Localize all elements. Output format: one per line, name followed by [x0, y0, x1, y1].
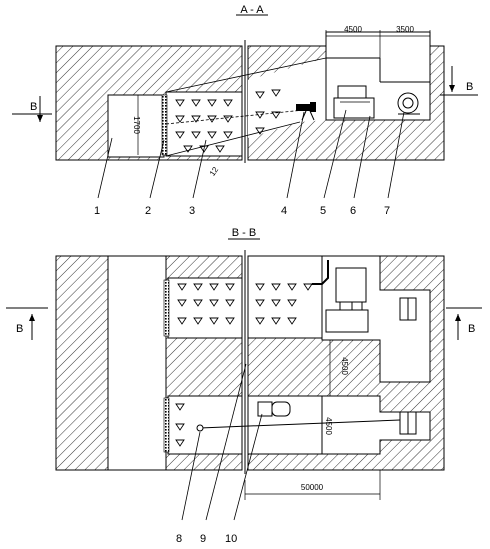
- filling-pump: [333, 85, 375, 119]
- section-b-b-title: B - B: [232, 227, 256, 239]
- section-marker-right-aa: B: [440, 66, 478, 96]
- control-box-lower: [399, 411, 417, 435]
- callout-leaders-bb: [181, 363, 263, 521]
- dim-height: 1700: [132, 95, 141, 155]
- callout-leaders-aa: [97, 109, 405, 199]
- dim-bottom-label: 50000: [301, 483, 324, 492]
- feed-pipe: [312, 260, 329, 285]
- dim-bottom: [244, 470, 381, 500]
- section-marker-left-aa: B: [12, 96, 52, 122]
- fill-material-pattern-bb: [175, 283, 313, 447]
- callouts-aa: 1 2 3 4 5 6 7: [94, 205, 390, 217]
- filling-pump-bb: [325, 267, 369, 333]
- marker-b-right: B: [466, 81, 473, 93]
- marker-b-right-bb: B: [468, 323, 475, 335]
- hose-reel: [397, 92, 420, 115]
- dim-height-label: 1700: [132, 116, 141, 134]
- roadway-1: [107, 94, 165, 158]
- dim-top: [325, 30, 431, 60]
- dim-vertical-1: 4500: [340, 357, 349, 375]
- main-roadway: [107, 255, 167, 471]
- marker-b-left: B: [30, 101, 37, 113]
- dim-top-left: 4500: [344, 25, 362, 34]
- retaining-mesh-upper: [163, 279, 170, 337]
- callout-4: 4: [281, 205, 287, 217]
- section-marker-left-bb: B: [6, 307, 48, 340]
- dim-top-right: 3500: [396, 25, 414, 34]
- filling-machine-lower: [196, 401, 401, 432]
- spray-lines: [165, 57, 327, 157]
- callout-5: 5: [320, 205, 326, 217]
- working-face: [248, 58, 326, 138]
- callouts-bb: 8 9 10: [176, 533, 237, 545]
- openings-bb: [107, 255, 431, 471]
- callout-3: 3: [189, 205, 195, 217]
- callout-2: 2: [145, 205, 151, 217]
- retaining-mesh-lower: [163, 397, 170, 453]
- section-a-a-title: A - A: [240, 4, 264, 16]
- callout-6: 6: [350, 205, 356, 217]
- section-a-a: A - A: [12, 4, 478, 217]
- dim-vertical-bb: [322, 339, 340, 397]
- dim-slope-label: 12: [208, 165, 221, 178]
- control-box-upper: [399, 297, 417, 321]
- retaining-mesh: [161, 94, 168, 156]
- filling-body: [165, 91, 243, 157]
- lower-chamber: [321, 395, 431, 455]
- fill-material-pattern: [175, 89, 281, 153]
- callout-10: 10: [225, 533, 237, 545]
- callout-1: 1: [94, 205, 100, 217]
- callout-8: 8: [176, 533, 182, 545]
- section-b-b: B - B: [6, 227, 482, 545]
- marker-b-left-bb: B: [16, 323, 23, 335]
- section-marker-right-bb: B: [446, 307, 482, 340]
- callout-9: 9: [200, 533, 206, 545]
- callout-7: 7: [384, 205, 390, 217]
- dim-vertical-2: 4500: [324, 417, 333, 435]
